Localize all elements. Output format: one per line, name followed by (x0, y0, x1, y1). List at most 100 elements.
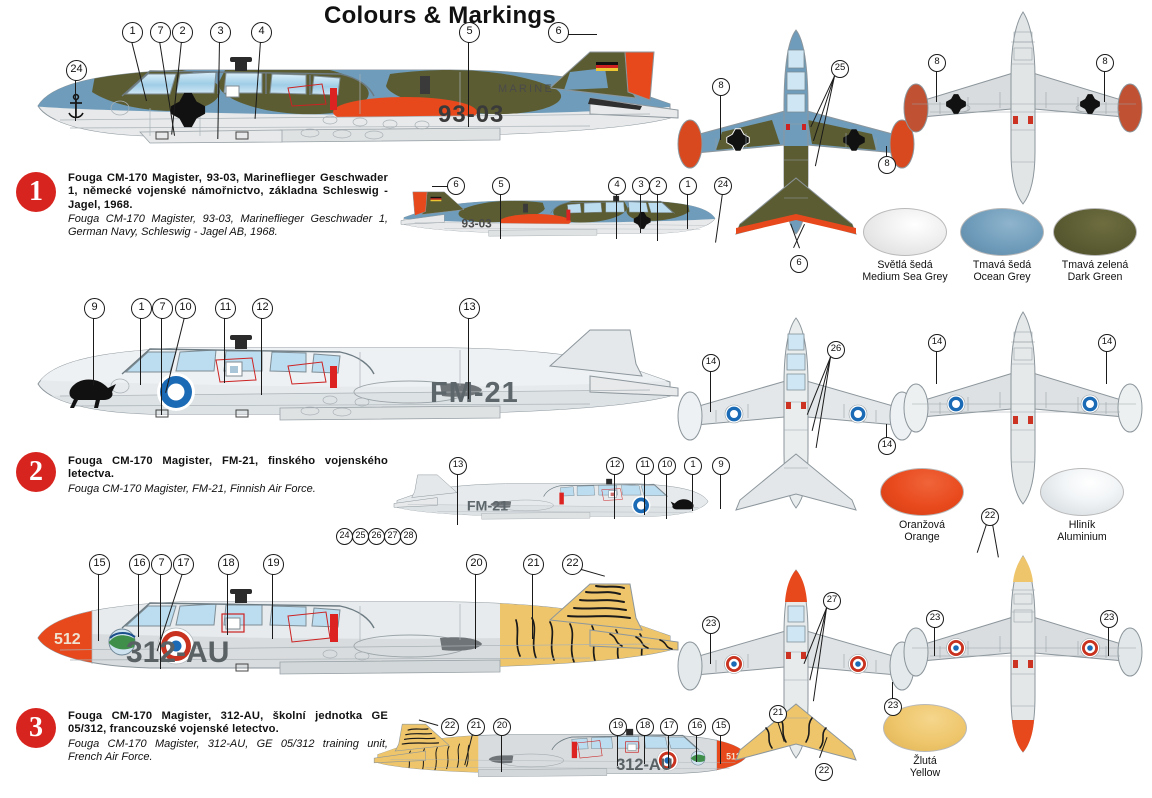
swatch-label-cz: Tmavá šedá (972, 259, 1032, 271)
callout-6: 6 (447, 177, 465, 195)
callout-20: 20 (493, 718, 511, 736)
swatch-label-en: Dark Green (1067, 271, 1123, 283)
callout-8: 8 (878, 156, 896, 174)
callout-19: 19 (609, 718, 627, 736)
svg-text:93-03: 93-03 (438, 101, 504, 128)
unit-crest (108, 628, 136, 656)
profile-2-side-view: FM-21 (30, 326, 680, 436)
callout-6: 6 (548, 22, 569, 43)
callout-8: 8 (1096, 54, 1114, 72)
profile-3-caption: Fouga CM-170 Magister, 312-AU, školní je… (68, 710, 388, 764)
svg-text:312-AU: 312-AU (616, 756, 672, 774)
callout-8: 8 (928, 54, 946, 72)
callout-14: 14 (1098, 334, 1116, 352)
profile-badge-3: 3 (16, 708, 56, 748)
profile-badge-2: 2 (16, 452, 56, 492)
callout-24: 24 (714, 177, 732, 195)
swatch-color (880, 468, 964, 516)
swatch-label-cz: Oranžová (899, 519, 945, 531)
swatch-color (863, 208, 947, 256)
swatch-medium-sea-grey: Světlá šedá Medium Sea Grey (855, 208, 955, 283)
callout-15: 15 (712, 718, 730, 736)
french-roundel (157, 627, 195, 665)
callout-9: 9 (712, 457, 730, 475)
callout-23: 23 (702, 616, 720, 634)
callout-6: 6 (790, 255, 808, 273)
callout-23: 23 (1100, 610, 1118, 628)
swatch-aluminium: Hliník Aluminium (1032, 468, 1132, 543)
decal-number: 26 (368, 528, 385, 545)
profile-badge-1: 1 (16, 172, 56, 212)
callout-5: 5 (459, 22, 480, 43)
callout-22: 22 (815, 763, 833, 781)
profile-1-top-view (676, 28, 916, 263)
callout-1: 1 (684, 457, 702, 475)
callout-7: 7 (150, 22, 171, 43)
callout-21: 21 (769, 705, 787, 723)
callout-24: 24 (66, 60, 87, 81)
callout-3: 3 (210, 22, 231, 43)
callout-22: 22 (441, 718, 459, 736)
callout-1: 1 (679, 177, 697, 195)
caption-en: Fouga CM-170 Magister, 93-03, Marineflie… (68, 213, 388, 239)
callout-8: 8 (712, 78, 730, 96)
decal-number-strip: 24 25 26 27 28 (336, 528, 417, 545)
callout-15: 15 (89, 554, 110, 575)
finnish-roundel (157, 373, 195, 411)
caption-cz: Fouga CM-170 Magister, FM-21, finského v… (68, 455, 388, 481)
callout-23: 23 (926, 610, 944, 628)
callout-7: 7 (151, 554, 172, 575)
profile-2-caption: Fouga CM-170 Magister, FM-21, finského v… (68, 455, 388, 496)
callout-18: 18 (218, 554, 239, 575)
callout-2: 2 (172, 22, 193, 43)
callout-2: 2 (649, 177, 667, 195)
swatch-dark-green: Tmavá zelená Dark Green (1045, 208, 1145, 283)
callout-16: 16 (129, 554, 150, 575)
callout-17: 17 (660, 718, 678, 736)
profile-2-starboard-view: FM-21 (393, 455, 713, 545)
profile-3-top-view (676, 569, 916, 785)
profile-3-side-view: 512 312-AU (30, 580, 680, 690)
callout-18: 18 (636, 718, 654, 736)
svg-text:93-03: 93-03 (462, 216, 493, 230)
callout-25: 25 (831, 60, 849, 78)
swatch-label-en: Medium Sea Grey (862, 271, 948, 283)
callout-7: 7 (152, 298, 173, 319)
decal-number: 25 (352, 528, 369, 545)
svg-text:FM-21: FM-21 (467, 498, 508, 514)
callout-1: 1 (122, 22, 143, 43)
callout-21: 21 (467, 718, 485, 736)
callout-13: 13 (449, 457, 467, 475)
callout-14: 14 (928, 334, 946, 352)
callout-10: 10 (175, 298, 196, 319)
balkenkreuz (170, 92, 206, 128)
callout-23: 23 (884, 698, 902, 716)
callout-11: 11 (215, 298, 236, 319)
decal-number: 24 (336, 528, 353, 545)
callout-26: 26 (827, 341, 845, 359)
swatch-yellow: Žlutá Yellow (875, 704, 975, 779)
swatch-label-en: Ocean Grey (973, 271, 1031, 283)
swatch-orange: Oranžová Orange (872, 468, 972, 543)
swatch-color (1053, 208, 1137, 256)
callout-12: 12 (606, 457, 624, 475)
callout-16: 16 (688, 718, 706, 736)
profile-1-caption: Fouga CM-170 Magister, 93-03, Marineflie… (68, 172, 388, 240)
svg-text:512: 512 (726, 751, 741, 761)
svg-text:512: 512 (54, 631, 81, 648)
callout-20: 20 (466, 554, 487, 575)
callout-10: 10 (658, 457, 676, 475)
callout-1: 1 (131, 298, 152, 319)
profile-2-bottom-view (900, 311, 1146, 508)
callout-3: 3 (632, 177, 650, 195)
svg-text:312-AU: 312-AU (126, 636, 229, 669)
swatch-ocean-grey: Tmavá šedá Ocean Grey (952, 208, 1052, 283)
decal-number: 28 (400, 528, 417, 545)
swatch-label-en: Aluminium (1057, 531, 1107, 543)
svg-text:MARINE: MARINE (498, 83, 554, 95)
callout-4: 4 (608, 177, 626, 195)
callout-22: 22 (981, 508, 999, 526)
swatch-color (1040, 468, 1124, 516)
caption-en: Fouga CM-170 Magister, FM-21, Finnish Ai… (68, 482, 316, 495)
swatch-label-en: Orange (904, 531, 940, 543)
